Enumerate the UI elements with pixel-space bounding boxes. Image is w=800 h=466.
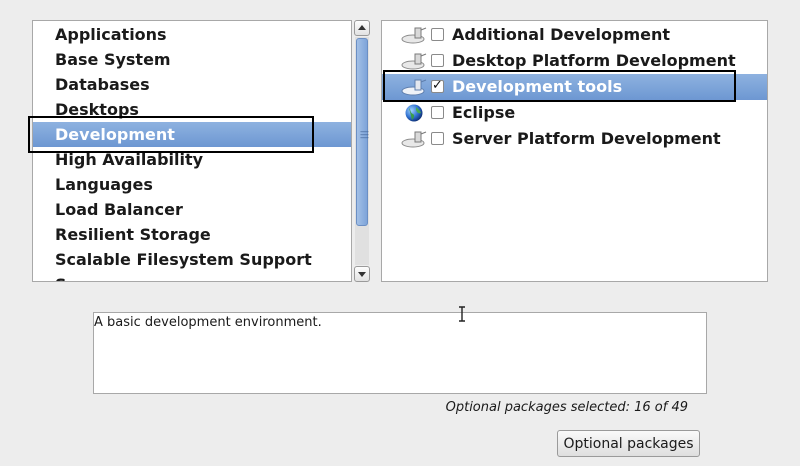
- category-item-base-system[interactable]: Base System: [33, 47, 351, 72]
- globe-icon: [405, 104, 423, 122]
- category-label: Databases: [55, 75, 150, 94]
- category-label: Applications: [55, 25, 167, 44]
- category-label: Development: [55, 125, 175, 144]
- group-checkbox[interactable]: [431, 106, 444, 119]
- group-checkbox[interactable]: [431, 54, 444, 67]
- category-item-partial[interactable]: S: [33, 272, 351, 281]
- category-item-applications[interactable]: Applications: [33, 22, 351, 47]
- category-item-resilient-storage[interactable]: Resilient Storage: [33, 222, 351, 247]
- group-item-development-tools[interactable]: ✓ Development tools: [382, 74, 767, 100]
- group-item-server-platform-development[interactable]: Server Platform Development: [382, 126, 767, 152]
- text-cursor-icon: [459, 306, 465, 322]
- chevron-up-icon: [358, 25, 366, 30]
- package-icon: [401, 27, 427, 44]
- group-description-text: A basic development environment.: [94, 315, 322, 330]
- category-item-development[interactable]: Development: [33, 122, 351, 147]
- category-label: Languages: [55, 175, 153, 194]
- group-item-additional-development[interactable]: Additional Development: [382, 22, 767, 48]
- group-item-eclipse[interactable]: Eclipse: [382, 100, 767, 126]
- checkmark-icon: ✓: [432, 78, 443, 93]
- group-checkbox[interactable]: ✓: [431, 78, 444, 93]
- group-item-desktop-platform-development[interactable]: Desktop Platform Development: [382, 48, 767, 74]
- group-label: Additional Development: [452, 25, 671, 44]
- category-label: High Availability: [55, 150, 204, 169]
- group-checkbox[interactable]: [431, 132, 444, 145]
- optional-packages-button[interactable]: Optional packages: [557, 430, 700, 457]
- category-scrollbar[interactable]: ———: [354, 20, 370, 282]
- category-item-languages[interactable]: Languages: [33, 172, 351, 197]
- grip-icon: ———: [360, 127, 369, 143]
- category-label: Desktops: [55, 100, 139, 119]
- category-item-desktops[interactable]: Desktops: [33, 97, 351, 122]
- chevron-down-icon: [358, 272, 366, 277]
- package-icon: [401, 131, 427, 148]
- category-item-high-availability[interactable]: High Availability: [33, 147, 351, 172]
- scrollbar-thumb[interactable]: ———: [356, 38, 369, 226]
- scroll-up-button[interactable]: [354, 20, 370, 36]
- category-item-databases[interactable]: Databases: [33, 72, 351, 97]
- category-label: S: [55, 275, 67, 281]
- group-label: Server Platform Development: [452, 129, 721, 148]
- group-list[interactable]: Additional Development Desktop Platform …: [381, 20, 768, 282]
- group-label: Desktop Platform Development: [452, 51, 736, 70]
- group-description-box: A basic development environment.: [93, 312, 707, 394]
- category-label: Scalable Filesystem Support: [55, 250, 312, 269]
- category-label: Load Balancer: [55, 200, 183, 219]
- category-label: Resilient Storage: [55, 225, 211, 244]
- scroll-down-button[interactable]: [354, 266, 370, 282]
- package-icon: [401, 53, 427, 70]
- optional-packages-count: Optional packages selected: 16 of 49: [445, 400, 688, 415]
- category-item-scalable-filesystem-support[interactable]: Scalable Filesystem Support: [33, 247, 351, 272]
- category-item-load-balancer[interactable]: Load Balancer: [33, 197, 351, 222]
- category-list[interactable]: Applications Base System Databases Deskt…: [32, 20, 352, 282]
- group-checkbox[interactable]: [431, 28, 444, 41]
- group-label: Development tools: [452, 77, 623, 96]
- category-label: Base System: [55, 50, 171, 69]
- package-icon: [401, 79, 427, 96]
- group-label: Eclipse: [452, 103, 516, 122]
